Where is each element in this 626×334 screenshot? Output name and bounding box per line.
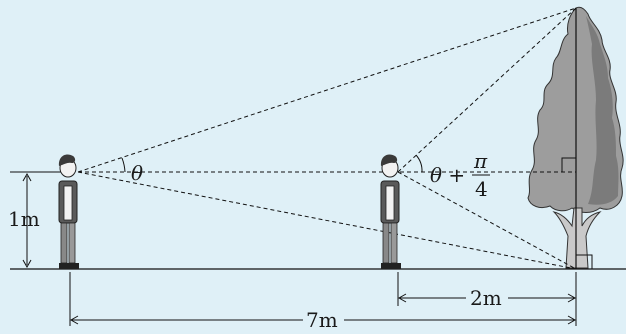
far-distance-dimension (69, 315, 577, 325)
theta-left-label: θ (131, 161, 143, 185)
theta-right-label: θ + (430, 163, 465, 187)
person-left (58, 154, 79, 269)
sight-line-left-bottom (77, 171, 577, 270)
height-dimension (22, 172, 32, 269)
pi-label: π (473, 149, 488, 173)
sight-line-left-top (77, 7, 577, 173)
tree (527, 6, 624, 269)
angle-arc-right (415, 154, 423, 173)
sight-line-right-top (397, 7, 577, 173)
near-distance-label: 2m (470, 286, 502, 310)
far-distance-label: 7m (306, 308, 338, 329)
near-distance-dimension (397, 293, 577, 303)
angle-arc-left (121, 157, 126, 173)
person-right (380, 154, 401, 269)
sight-line-right-bottom (397, 171, 577, 270)
right-angle-marker-bottom (576, 254, 593, 269)
right-angle-marker-top (561, 157, 576, 172)
tree-shadow (586, 16, 619, 205)
tree-trunk (552, 207, 602, 269)
sight-lines (77, 7, 577, 270)
four-label: 4 (475, 177, 488, 201)
height-label: 1m (8, 207, 40, 231)
